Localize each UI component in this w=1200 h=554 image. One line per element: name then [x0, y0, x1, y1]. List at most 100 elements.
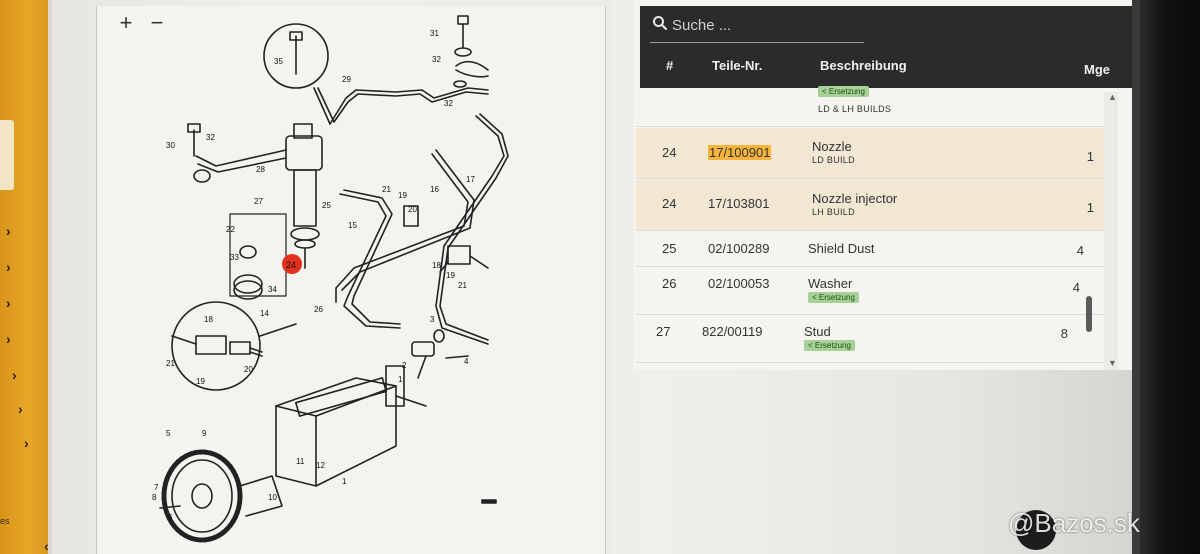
table-row[interactable]: 27 822/00119 Stud < Ersetzung 8 — [636, 316, 1104, 363]
row-quantity: 1 — [1086, 149, 1094, 164]
table-row[interactable]: < Ersetzung LD & LH BUILDS — [636, 86, 1104, 127]
callout-25: 25 — [322, 201, 331, 210]
header-description[interactable]: Beschreibung — [820, 58, 907, 73]
row-description: Shield Dust — [808, 241, 875, 256]
callout-19: 19 — [446, 271, 455, 280]
table-header: # Teile-Nr. Beschreibung Mge — [640, 50, 1134, 88]
row-part-number: 02/100053 — [708, 276, 770, 291]
callout-5: 5 — [166, 429, 171, 438]
callout-9: 9 — [202, 429, 207, 438]
callout-6: 6 — [168, 513, 173, 522]
row-description: Nozzle injector — [812, 191, 898, 206]
callout-11: 11 — [296, 457, 305, 466]
table-row[interactable]: 25 02/100289 Shield Dust 4 — [636, 232, 1104, 267]
callout-35: 35 — [274, 57, 283, 66]
callout-33: 33 — [230, 253, 239, 262]
callout-16: 16 — [430, 185, 439, 194]
scroll-down-icon[interactable]: ▼ — [1108, 358, 1117, 368]
table-row[interactable]: 24 17/100901 Nozzle LD BUILD 1 — [636, 128, 1104, 179]
callout-20: 20 — [408, 205, 417, 214]
callout-32: 32 — [206, 133, 215, 142]
row-quantity: 4 — [1072, 280, 1080, 295]
chevron-right-icon[interactable]: › — [6, 295, 11, 311]
search-underline — [650, 42, 864, 43]
row-quantity: 1 — [1086, 200, 1094, 215]
callout-15: 15 — [348, 221, 357, 230]
header-quantity[interactable]: Mge — [1084, 62, 1110, 77]
row-pos: 25 — [662, 241, 677, 256]
callout-21: 21 — [382, 185, 391, 194]
row-pos: 27 — [656, 324, 671, 339]
exploded-parts-diagram[interactable]: 35 29 31 32 32 30 32 28 27 25 22 33 34 1… — [96, 6, 604, 554]
chevron-right-icon[interactable]: › — [6, 259, 11, 275]
row-pos: 24 — [662, 196, 677, 211]
row-part-number: 17/103801 — [708, 196, 770, 211]
callout-8: 8 — [152, 493, 157, 502]
row-part-number: 822/00119 — [702, 324, 763, 339]
monitor-bezel-edge — [1132, 0, 1142, 554]
callout-12: 12 — [316, 461, 325, 470]
callout-30: 30 — [166, 141, 175, 150]
callout-17: 17 — [466, 175, 475, 184]
watermark: @Bazos.sk — [1008, 508, 1140, 538]
callout-31: 31 — [430, 29, 439, 38]
row-pos: 24 — [662, 145, 677, 160]
callout-21: 21 — [166, 359, 175, 368]
replacement-badge[interactable]: < Ersetzung — [818, 86, 869, 97]
row-build-note: LH BUILD — [812, 207, 855, 217]
zoom-out-button[interactable]: − — [150, 10, 164, 35]
replacement-badge[interactable]: < Ersetzung — [808, 292, 859, 303]
callout-18: 18 — [432, 261, 441, 270]
table-scrollbar[interactable] — [1104, 92, 1118, 370]
replacement-badge[interactable]: < Ersetzung — [804, 340, 855, 351]
sidebar: › › › › › › › es — [0, 0, 48, 554]
scroll-up-icon[interactable]: ▲ — [1108, 92, 1117, 102]
row-build-note: LD & LH BUILDS — [818, 104, 892, 114]
detail-circle-35 — [263, 23, 329, 89]
highlighted-callout-24[interactable]: 24 — [282, 254, 302, 274]
callout-19: 19 — [398, 191, 407, 200]
chevron-right-icon[interactable]: › — [6, 223, 11, 239]
row-quantity: 4 — [1076, 243, 1084, 258]
table-row[interactable]: 24 17/103801 Nozzle injector LH BUILD 1 — [636, 180, 1104, 231]
row-part-number: 17/100901 — [708, 145, 772, 160]
callout-18: 18 — [204, 315, 213, 324]
row-part-number: 02/100289 — [708, 241, 770, 256]
sidebar-footer-text: es — [0, 516, 10, 526]
search-icon — [653, 16, 668, 31]
monitor-bezel — [1140, 0, 1200, 554]
callout-10: 10 — [268, 493, 277, 502]
row-description: Stud — [804, 324, 831, 339]
chevron-right-icon[interactable]: › — [24, 435, 29, 451]
chevron-right-icon[interactable]: › — [12, 367, 17, 383]
sidebar-card[interactable] — [0, 120, 14, 190]
callout-19: 19 — [196, 377, 205, 386]
search-input[interactable] — [672, 14, 862, 36]
header-pos[interactable]: # — [666, 58, 674, 73]
header-part-number[interactable]: Teile-Nr. — [712, 58, 763, 73]
row-quantity: 8 — [1060, 326, 1068, 341]
chevron-right-icon[interactable]: › — [6, 331, 11, 347]
callout-14: 14 — [260, 309, 269, 318]
chevron-right-icon[interactable]: › — [18, 401, 23, 417]
zoom-in-button[interactable]: + — [119, 10, 133, 35]
row-build-note: LD BUILD — [812, 155, 855, 165]
row-pos: 26 — [662, 276, 677, 291]
table-row[interactable]: 26 02/100053 Washer < Ersetzung 4 — [636, 268, 1104, 315]
scrollbar-thumb[interactable] — [1086, 296, 1092, 332]
callout-7: 7 — [154, 483, 159, 492]
row-description: Washer — [808, 276, 853, 291]
callout-22: 22 — [226, 225, 235, 234]
callout-20: 20 — [244, 365, 253, 374]
callout-32: 32 — [444, 99, 453, 108]
chevron-left-icon[interactable]: ‹ — [44, 538, 49, 554]
callout-34: 34 — [268, 285, 277, 294]
callout-1: 1 — [342, 477, 347, 486]
callout-29: 29 — [342, 75, 351, 84]
callout-2: 2 — [402, 361, 407, 370]
callout-1: 1 — [398, 375, 403, 384]
search-match-highlight: 17/100901 — [708, 145, 772, 160]
callout-26: 26 — [314, 305, 323, 314]
svg-text:24: 24 — [286, 260, 296, 270]
